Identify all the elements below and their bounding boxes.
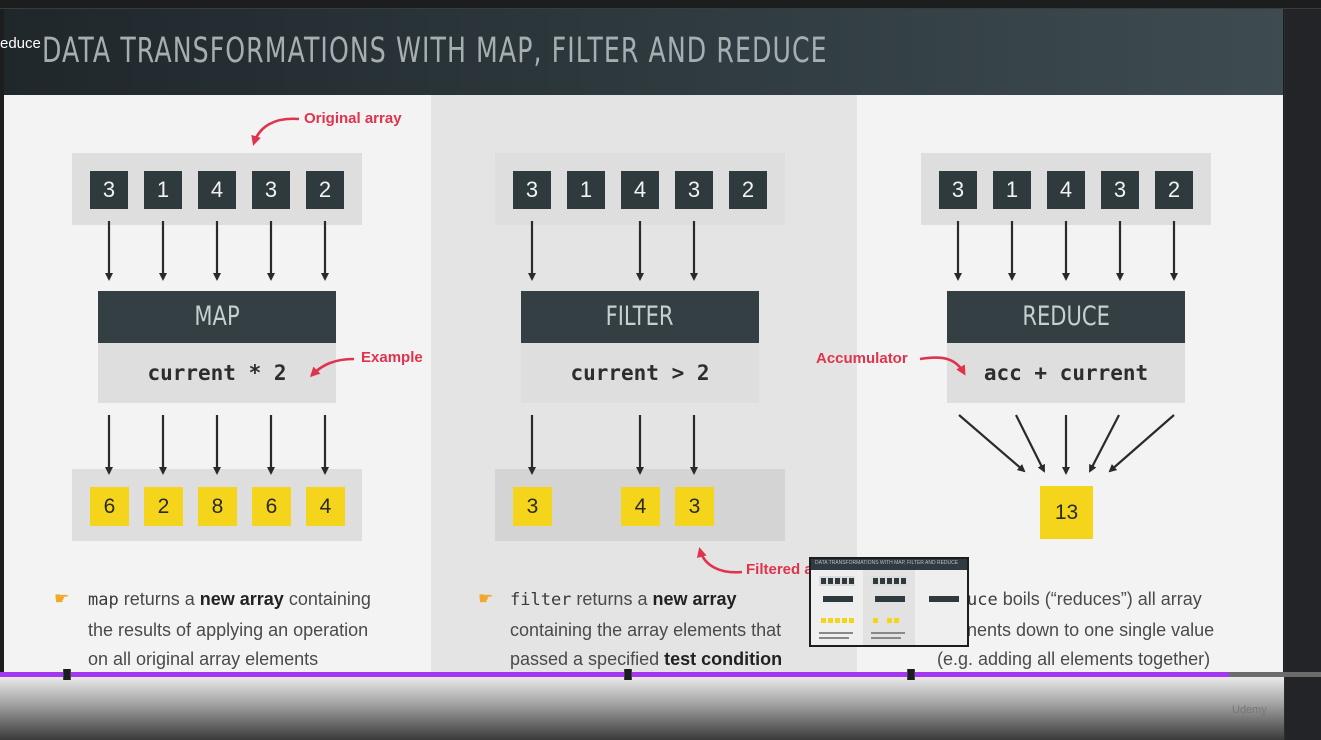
filter-original-item: 3	[675, 171, 713, 209]
map-original-item: 1	[144, 171, 182, 209]
filter-result-item: 3	[675, 487, 714, 526]
player-controls-gradient	[0, 676, 1284, 740]
top-bar	[0, 0, 1321, 9]
filter-operation-box: FILTER	[521, 291, 759, 343]
annotation-example: Example	[361, 349, 423, 366]
reduce-result: 13	[1040, 486, 1093, 539]
map-original-item: 2	[306, 171, 344, 209]
reduce-arrows	[954, 221, 1178, 475]
reduce-original-item: 3	[1101, 171, 1139, 209]
pointing-hand-icon: ☛	[54, 589, 70, 608]
diagram-arrows	[105, 117, 1178, 574]
reduce-original-item: 2	[1155, 171, 1193, 209]
map-original-item: 3	[90, 171, 128, 209]
watermark: Udemy	[1232, 704, 1267, 716]
map-original-item: 3	[252, 171, 290, 209]
map-description: map returns a new array containing the r…	[88, 589, 371, 669]
reduce-expression: acc + current	[947, 343, 1185, 403]
reduce-label: REDUCE	[1022, 301, 1110, 332]
filter-original-item: 1	[567, 171, 605, 209]
pointing-hand-icon: ☛	[478, 589, 494, 608]
map-label: MAP	[194, 301, 240, 332]
slide-header: DATA TRANSFORMATIONS WITH MAP, FILTER AN…	[4, 9, 1283, 95]
annotation-filtered: Filtered a	[746, 561, 813, 578]
filter-original-item: 4	[621, 171, 659, 209]
chapter-marker[interactable]	[63, 669, 71, 680]
filter-expression: current > 2	[521, 343, 759, 403]
map-result-item: 4	[306, 487, 345, 526]
filter-original-item: 3	[513, 171, 551, 209]
slide-title: DATA TRANSFORMATIONS WITH MAP, FILTER AN…	[42, 31, 828, 71]
filter-description: filter returns a new array containing th…	[510, 589, 783, 669]
annotation-original-array: Original array	[304, 110, 402, 127]
map-result-item: 8	[198, 487, 237, 526]
filter-result-item: 3	[513, 487, 552, 526]
chapter-marker[interactable]	[624, 669, 632, 680]
thumbnail-title: DATA TRANSFORMATIONS WITH MAP, FILTER AN…	[815, 560, 959, 566]
video-progress-bar[interactable]	[0, 669, 1321, 680]
progress-fill	[0, 672, 1229, 677]
reduce-operation-box: REDUCE	[947, 291, 1185, 343]
reduce-original-item: 4	[1047, 171, 1085, 209]
thumbnail-preview-image	[819, 570, 959, 645]
annotation-accumulator: Accumulator	[816, 350, 908, 367]
reduce-description: uce boils (“reduces”) all array nents do…	[937, 589, 1215, 669]
chapter-marker[interactable]	[907, 669, 915, 680]
lecture-title-overlay: educe	[0, 35, 41, 52]
map-result-item: 6	[252, 487, 291, 526]
map-result-item: 6	[90, 487, 129, 526]
map-original-item: 4	[198, 171, 236, 209]
reduce-original-item: 3	[939, 171, 977, 209]
filter-arrows	[528, 221, 698, 475]
video-frame[interactable]: DATA TRANSFORMATIONS WITH MAP, FILTER AN…	[4, 9, 1283, 699]
filter-result-item: 4	[621, 487, 660, 526]
reduce-original-item: 1	[993, 171, 1031, 209]
filter-label: FILTER	[606, 301, 674, 332]
map-expression: current * 2	[98, 343, 336, 403]
map-arrows	[105, 221, 329, 475]
seek-preview-thumbnail: DATA TRANSFORMATIONS WITH MAP, FILTER AN…	[809, 557, 969, 647]
map-operation-box: MAP	[98, 291, 336, 343]
filter-original-item: 2	[729, 171, 767, 209]
map-result-item: 2	[144, 487, 183, 526]
annotation-arrows	[251, 117, 966, 574]
right-sidebar-edge	[1284, 9, 1321, 740]
